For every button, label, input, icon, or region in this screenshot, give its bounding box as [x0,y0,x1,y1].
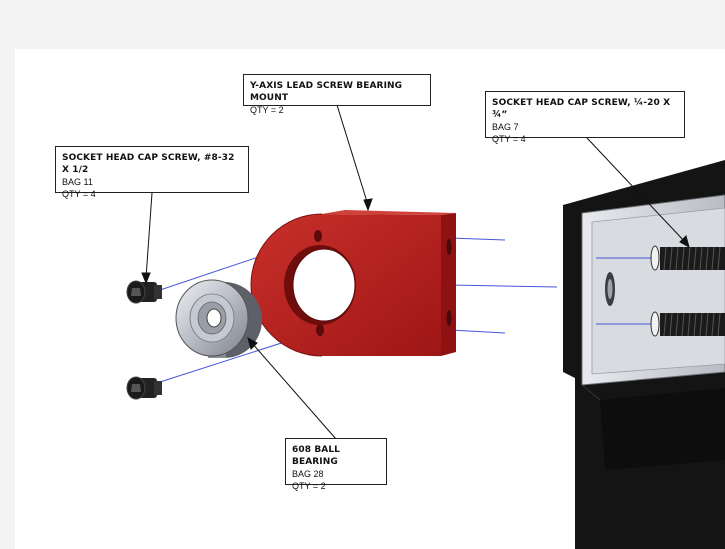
callout-bag: BAG 11 [62,177,93,187]
frame-bracket [563,160,725,549]
callout-qty: QTY = 4 [62,189,96,199]
callout-qty: QTY = 2 [250,105,284,115]
leader-lines [141,104,690,440]
socket-head-screw-quarter-top [650,245,725,271]
callout-title: 608 BALL BEARING [292,445,341,467]
callout-ball-bearing: 608 BALL BEARING BAG 28 QTY = 2 [285,438,387,491]
socket-head-screw-small-top [126,280,162,304]
callout-screw-8-32: SOCKET HEAD CAP SCREW, #8-32 X 1/2 BAG 1… [55,146,249,199]
callout-title: SOCKET HEAD CAP SCREW, ¼-20 X ¾” [492,98,671,120]
ball-bearing [175,279,262,358]
callout-qty: QTY = 4 [492,134,526,144]
callout-title: Y-AXIS LEAD SCREW BEARING MOUNT [250,81,403,103]
callout-y-axis-mount: Y-AXIS LEAD SCREW BEARING MOUNT QTY = 2 [243,74,431,115]
socket-head-screw-quarter-bottom [650,311,725,337]
bearing-mount [250,210,456,357]
socket-head-screw-small-bottom [126,376,162,400]
callout-screw-quarter: SOCKET HEAD CAP SCREW, ¼-20 X ¾” BAG 7 Q… [485,91,685,144]
callout-qty: QTY = 2 [292,481,326,491]
callout-bag: BAG 28 [292,469,324,479]
callout-title: SOCKET HEAD CAP SCREW, #8-32 X 1/2 [62,153,235,175]
callout-bag: BAG 7 [492,122,519,132]
